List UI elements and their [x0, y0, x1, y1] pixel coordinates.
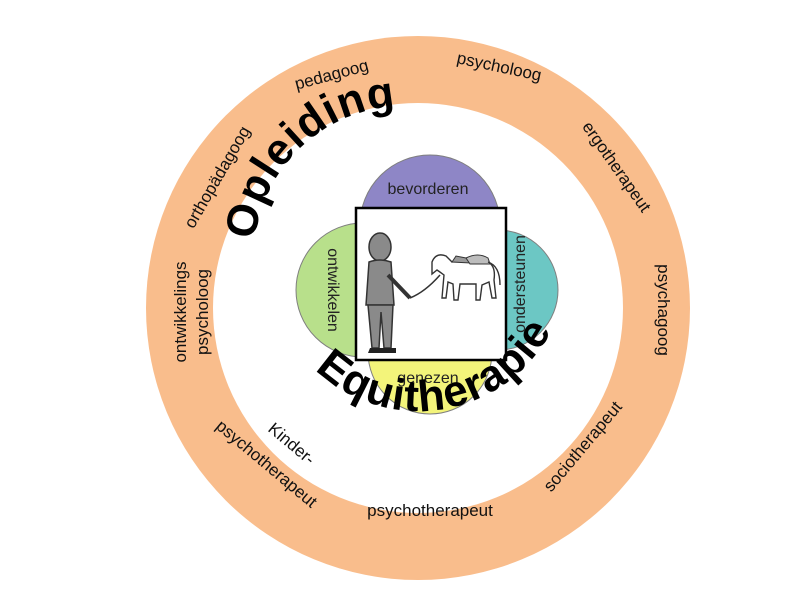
petal-label-top: bevorderen	[388, 181, 469, 198]
label-psychotherapeut: psychotherapeut	[367, 501, 493, 520]
petal-label-right: ondersteunen	[512, 235, 529, 333]
label-psychagoog: psychagoog	[654, 264, 673, 356]
person-leading-horse-icon	[365, 232, 501, 353]
petal-label-left: ontwikkelen	[324, 248, 341, 332]
label-ontwikkelings-line2: psycholoog	[193, 269, 212, 355]
label-ontwikkelings-line1: ontwikkelings	[171, 261, 190, 362]
petal-label-bottom: genezen	[397, 370, 458, 387]
